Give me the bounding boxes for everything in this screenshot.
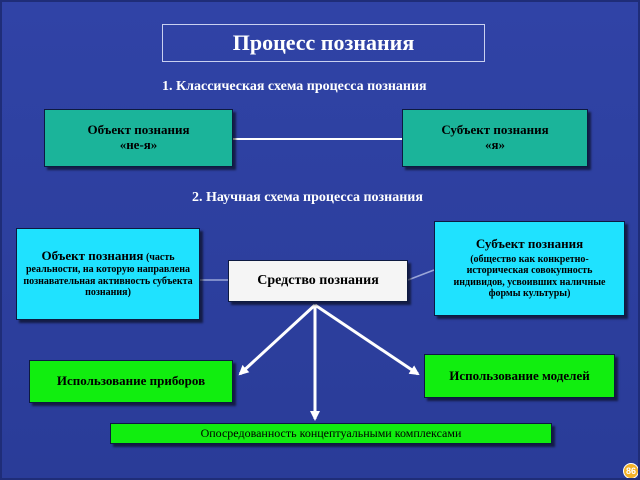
means-of-cognition-label: Средство познания	[257, 272, 379, 288]
scientific-object-box: Объект познания (часть реальности, на ко…	[16, 228, 200, 320]
instruments-label: Использование приборов	[56, 373, 206, 389]
instruments-box: Использование приборов	[29, 360, 233, 403]
scientific-subject-title: Субъект познания	[475, 236, 584, 252]
means-subject-connector	[407, 269, 435, 281]
scientific-scheme-heading: 2. Научная схема процесса познания	[192, 190, 423, 205]
page-number-badge: 86	[623, 463, 638, 478]
scientific-subject-note: (общество как конкретно-историческая сов…	[453, 253, 606, 300]
scientific-subject-box: Субъект познания (общество как конкретно…	[434, 221, 625, 316]
classic-subject-box: Субъект познания «я»	[402, 109, 588, 167]
mediation-box: Опосредованность концептуальными комплек…	[110, 423, 552, 444]
classic-object-box: Объект познания «не-я»	[44, 109, 233, 167]
classic-object-title: Объект познания	[87, 122, 190, 138]
scientific-object-title: Объект познания	[41, 248, 144, 264]
slide-title: Процесс познания	[162, 24, 485, 62]
models-label: Использование моделей	[449, 367, 590, 383]
scientific-object-note-start: (часть	[145, 252, 175, 264]
scientific-object-header: Объект познания (часть	[41, 248, 175, 264]
classic-subject-label: «я»	[484, 137, 506, 152]
models-box: Использование моделей	[424, 354, 615, 398]
arrow-to-models	[314, 303, 420, 376]
classic-subject-title: Субъект познания	[441, 122, 549, 138]
classic-scheme-heading: 1. Классическая схема процесса познания	[162, 79, 427, 94]
scientific-object-note: реальности, на которую направлена познав…	[23, 264, 193, 299]
mediation-label: Опосредованность концептуальными комплек…	[200, 425, 462, 440]
classic-object-label: «не-я»	[119, 137, 158, 152]
means-of-cognition-box: Средство познания	[228, 260, 408, 302]
arrow-to-instruments	[238, 303, 317, 376]
